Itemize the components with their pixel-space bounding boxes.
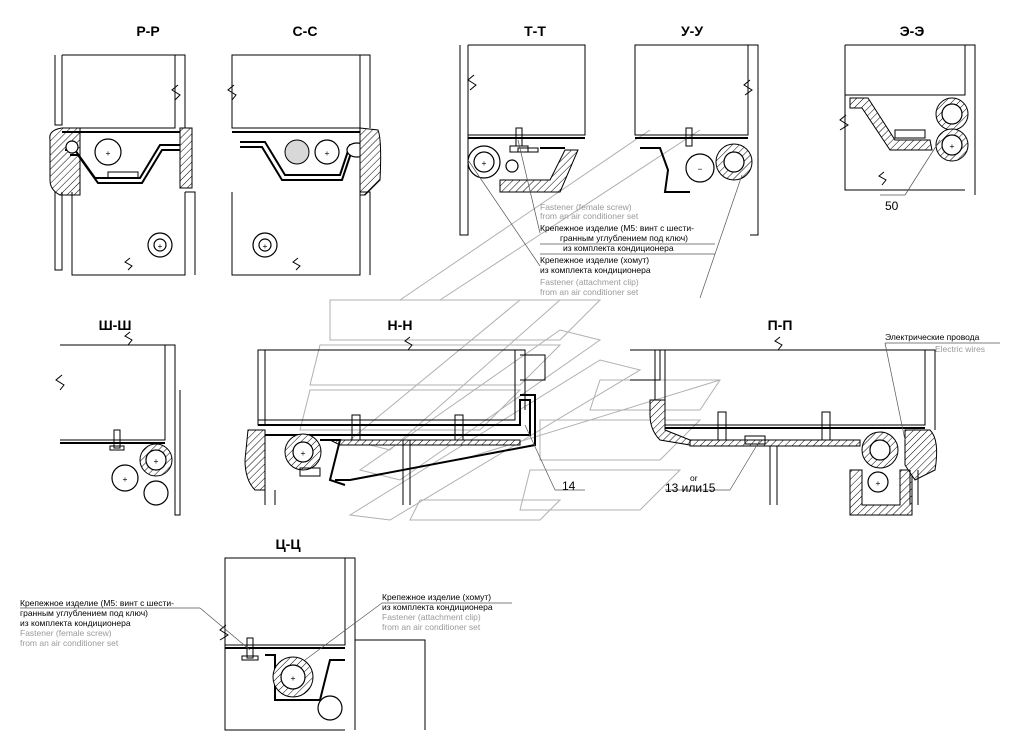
section-shsh: Ш-Ш + +: [55, 317, 181, 516]
section-uu-title: У-У: [681, 23, 703, 39]
section-ee-title: Э-Э: [900, 23, 925, 39]
section-pipi: П-П + or 13 или15 Электрические провода …: [630, 317, 1000, 516]
svg-text:+: +: [291, 673, 296, 683]
svg-text:+: +: [154, 456, 159, 466]
tt-fastener-en-1: Fastener (female screw): [540, 202, 632, 212]
svg-text:+: +: [950, 141, 955, 151]
section-tt-title: Т-Т: [524, 23, 546, 39]
section-ee: Э-Э + 50: [839, 23, 976, 213]
tt-fastener-ru-3: из комплекта кондиционера: [563, 243, 674, 253]
tsts-fastener-en-1: Fastener (female screw): [20, 628, 112, 638]
tsts-fastener-ru-1: Крепежное изделие (М5: винт с шести-: [20, 598, 174, 608]
tsts-clamp-ru-1: Крепежное изделие (хомут): [382, 592, 491, 602]
svg-text:−: −: [698, 164, 703, 174]
tsts-fastener-en-2: from an air conditioner set: [20, 638, 119, 648]
tt-clamp-ru-1: Крепежное изделие (хомут): [540, 255, 649, 265]
tt-fastener-en-2: from an air conditioner set: [540, 211, 639, 221]
svg-text:+: +: [325, 148, 330, 158]
background-perspective-drawing: [299, 129, 721, 521]
section-pp-title: Р-Р: [136, 23, 159, 39]
tsts-clip-en-2: from an air conditioner set: [382, 622, 481, 632]
svg-text:+: +: [158, 241, 163, 251]
section-ss-title: С-С: [293, 23, 318, 39]
section-ss: С-С + +: [227, 23, 382, 276]
section-pipi-title: П-П: [768, 317, 793, 333]
nn-callout-14: 14: [562, 479, 576, 493]
section-tsts-title: Ц-Ц: [275, 536, 301, 552]
pipi-callout-13-15: 13 или15: [665, 481, 716, 495]
pipi-wires-en: Electric wires: [935, 344, 985, 354]
tt-fastener-ru-2: гранным углублением под ключ): [560, 233, 688, 243]
tsts-fastener-ru-2: гранным углублением под ключ): [20, 608, 148, 618]
svg-text:+: +: [106, 148, 111, 158]
section-nn-title: Н-Н: [388, 317, 413, 333]
tt-clamp-ru-2: из комплекта кондиционера: [540, 265, 651, 275]
svg-text:+: +: [123, 474, 128, 484]
tsts-clip-en-1: Fastener (attachment clip): [382, 612, 481, 622]
pipi-wires-ru: Электрические провода: [885, 332, 980, 342]
ee-callout-50: 50: [885, 199, 899, 213]
svg-text:+: +: [876, 478, 881, 488]
svg-text:+: +: [263, 241, 268, 251]
tt-clip-en-2: from an air conditioner set: [540, 287, 639, 297]
svg-text:+: +: [482, 158, 487, 168]
tsts-clamp-ru-2: из комплекта кондиционера: [382, 602, 493, 612]
tt-fastener-ru-1: Крепежное изделие (М5: винт с шести-: [540, 223, 694, 233]
section-tsts: Ц-Ц + Крепежное изделие (М5: винт с шест…: [20, 536, 512, 731]
tt-clip-en-1: Fastener (attachment clip): [540, 277, 639, 287]
pipi-or-label: or: [690, 473, 698, 483]
tsts-fastener-ru-3: из комплекта кондиционера: [20, 618, 131, 628]
svg-text:+: +: [301, 448, 306, 458]
section-nn: Н-Н + 14: [244, 317, 585, 505]
section-pp: Р-Р + +: [49, 23, 196, 276]
section-shsh-title: Ш-Ш: [99, 317, 132, 333]
section-tt: Т-Т + Fastener (female screw) from an ai…: [459, 23, 715, 297]
section-uu: У-У −: [634, 23, 759, 299]
